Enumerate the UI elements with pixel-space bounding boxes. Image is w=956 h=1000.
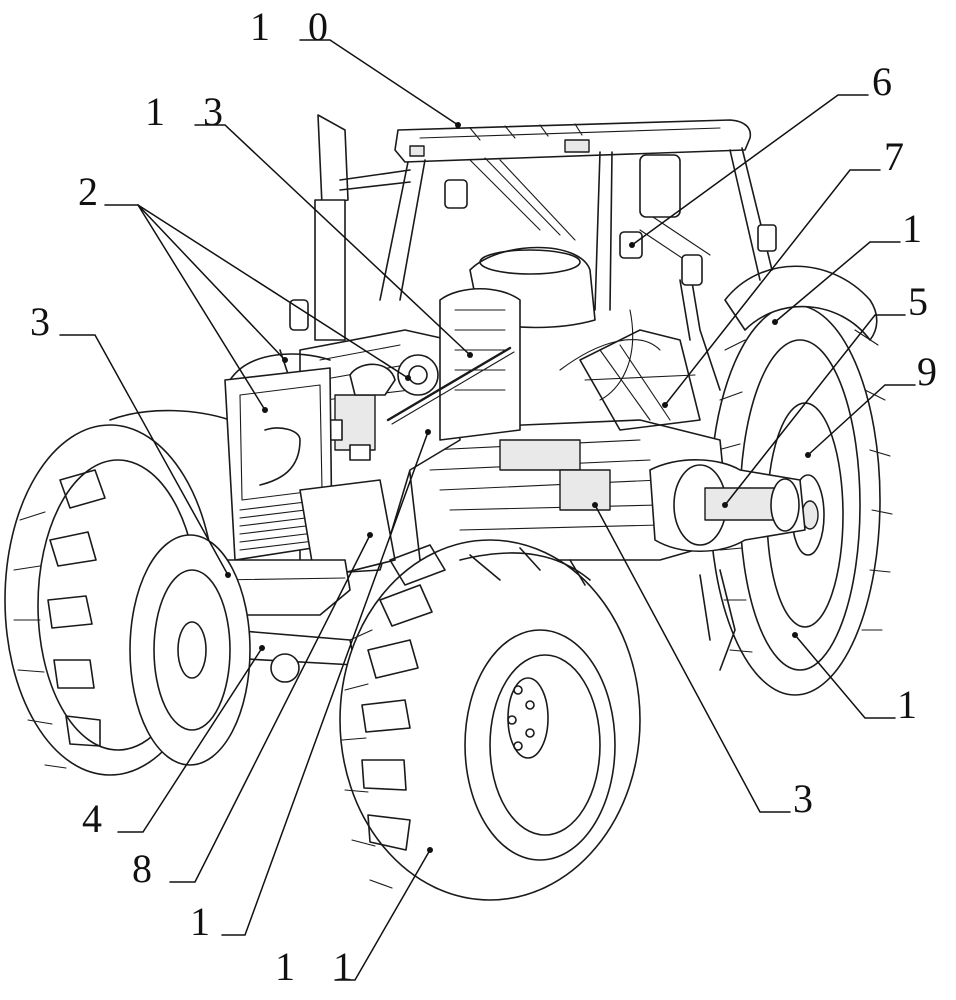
label-transmission-case: 3 xyxy=(793,776,827,821)
label-transmission-top: 7 xyxy=(884,134,918,179)
exhaust-pipe xyxy=(289,114,411,341)
label-front-frame: 3 xyxy=(30,299,64,344)
callout-leaders xyxy=(59,39,916,981)
label-lift-arm: 1 3 xyxy=(145,89,237,134)
label-engine: 1 xyxy=(190,899,224,944)
label-mirror: 6 xyxy=(872,59,906,104)
label-cab-roof: 1 0 xyxy=(250,4,342,49)
label-front-axle: 4 xyxy=(82,796,116,841)
label-rear-tire: 1 1 xyxy=(897,682,956,727)
label-oil-pan: 8 xyxy=(132,846,166,891)
front-left-wheel xyxy=(129,534,251,766)
cab xyxy=(379,119,777,329)
label-front-tire: 1 1 xyxy=(275,944,367,989)
label-engine-parts: 2 xyxy=(78,169,112,214)
label-rear-fender: 1 0 xyxy=(902,206,956,251)
label-axle-hub: 5 xyxy=(908,279,942,324)
front-right-wheel xyxy=(339,539,641,901)
callout-labels: 1 0 1 3 2 3 6 7 1 0 5 9 1 1 3 4 8 1 1 1 xyxy=(30,4,956,989)
label-rear-wheel-hub: 9 xyxy=(917,349,951,394)
